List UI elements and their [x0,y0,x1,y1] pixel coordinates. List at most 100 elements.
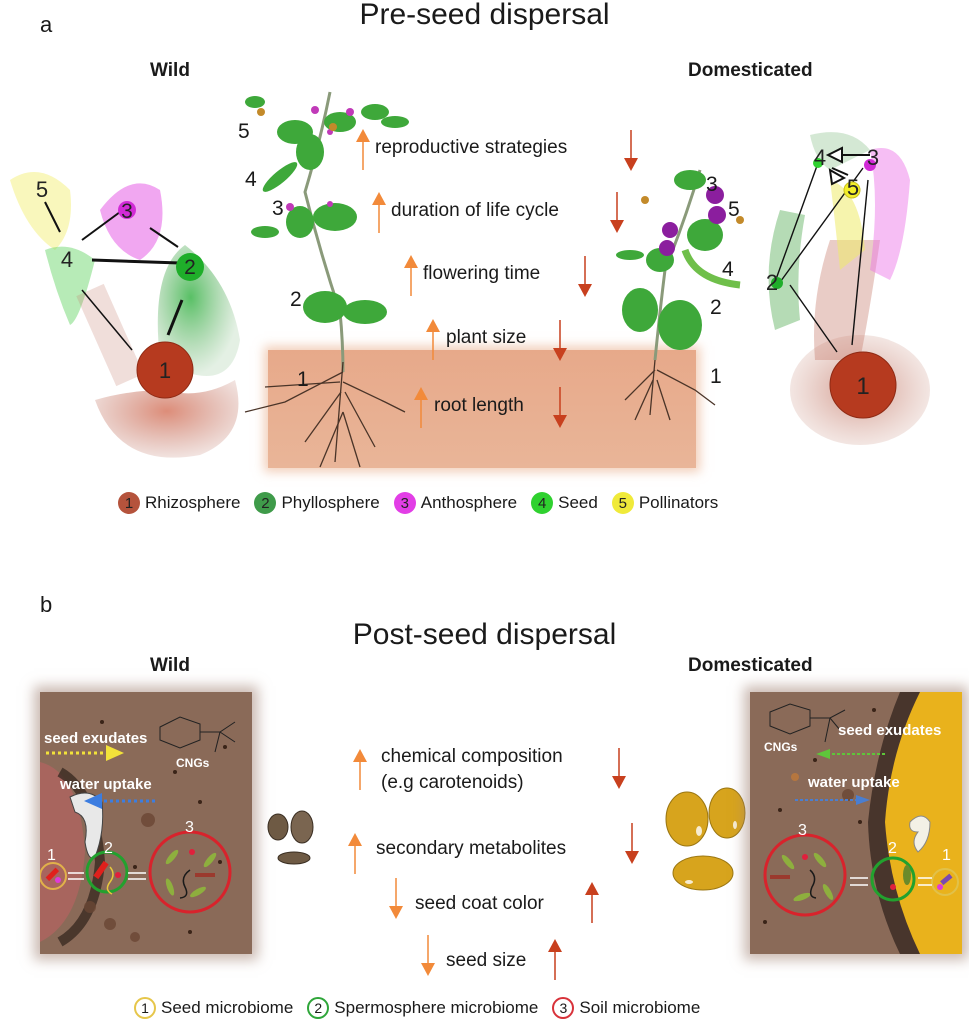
phyllosphere-marker: 2 [254,492,277,514]
edge-5-4 [44,201,61,233]
wild-circle-label-1: 1 [47,847,56,864]
legend-label: Spermosphere microbiome [334,998,539,1017]
bee-icon [641,196,649,204]
legend-item-soil-microbiome: 3 Soil microbiome [552,997,700,1019]
svg-text:5: 5 [847,175,859,200]
node-pollinators: 5 [36,177,48,202]
trait-label: seed coat color [415,893,544,914]
legend-label: Seed microbiome [161,998,294,1017]
wild-seeds-image [267,810,314,865]
svg-text:1: 1 [159,358,171,383]
panel-b-letter: b [40,592,53,617]
domesticated-trend-up-arrow-icon [548,939,562,980]
wild-network-graph: 1 2 3 4 5 [10,172,240,458]
legend-label: Phyllosphere [281,493,380,512]
node-anthosphere [864,159,876,171]
edge-2-4 [774,162,819,283]
bee-icon [257,108,265,116]
wild-plant-label-4: 4 [245,168,257,191]
seed-microbiome-marker: 1 [134,997,156,1019]
seed-microbiome-circle [931,868,959,896]
wild-trend-up-arrow-icon [348,833,362,874]
wild-trend-up-arrow-icon [356,129,370,170]
trait-label: chemical composition [381,746,563,767]
trait-label: reproductive strategies [375,137,568,158]
dom-circle-label-2: 2 [888,840,897,857]
dom-plant-label-2: 2 [710,296,722,319]
trait-label: seed size [446,950,527,971]
trait-label: secondary metabolites [376,838,567,859]
node-phyllosphere [771,277,783,289]
dom-circle-label-1: 1 [942,847,951,864]
seed-exudates-arrow [816,749,830,759]
domesticated-bean-plant [616,169,744,421]
node-rhizosphere [829,351,897,419]
wild-seed-soil-box: seed exudates water uptake CNGs 1 2 3 [40,692,252,954]
spermosphere-microbiome-circle [85,850,129,894]
dom-plant-label-3: 3 [706,173,718,196]
node-rhizosphere [136,341,194,399]
panel-a-legend: 1 Rhizosphere 2 Phyllosphere 3 Anthosphe… [118,492,726,514]
wild-plant-label-1: 1 [297,368,309,391]
bee-icon [329,123,337,131]
anthosphere-marker: 3 [393,492,416,514]
soil-microbiome-circle [763,833,847,917]
node-pollinators [843,181,861,199]
spermosphere-microbiome-circle [870,856,916,902]
panel-a-title: Pre-seed dispersal [359,0,610,31]
legend-label: Pollinators [638,493,719,512]
edge-2-3 [149,227,179,248]
domesticated-trend-down-arrow-icon [625,823,639,864]
spermosphere-microbiome-marker: 2 [307,997,330,1019]
legend-item-pollinators: 5 Pollinators [611,492,719,514]
dom-seed-exudates-label: seed exudates [838,722,942,739]
legend-item-anthosphere: 3 Anthosphere [393,492,517,514]
svg-text:3: 3 [867,145,879,170]
dom-plant-label-4: 4 [722,258,734,281]
edge-1-2 [166,299,184,336]
wild-trend-up-arrow-icon [414,387,428,428]
wild-plant-label-2: 2 [290,288,302,311]
legend-item-seed-microbiome: 1 Seed microbiome [134,997,293,1019]
panel-b-title: Post-seed dispersal [352,618,617,651]
phyllosphere-cloud [157,245,240,376]
domesticated-trend-down-arrow-icon [578,256,592,297]
domesticated-trend-down-arrow-icon [624,130,638,171]
edge-5-4 [831,167,849,176]
wild-circle-label-2: 2 [104,840,113,857]
svg-text:1: 1 [856,373,869,400]
legend-label: Rhizosphere [145,493,241,512]
panel-b-domesticated-label: Domesticated [688,655,813,676]
svg-text:2: 2 [766,270,778,295]
domesticated-seeds-image [665,787,746,891]
wild-plant-label-3: 3 [272,197,284,220]
seed-cloud [45,246,95,325]
water-uptake-arrow [84,793,102,809]
cng-molecule [769,703,846,743]
domesticated-trend-down-arrow-icon [610,192,624,233]
legend-item-seed: 4 Seed [531,492,598,514]
node-seed: 4 [61,247,73,272]
legend-label: Soil microbiome [579,998,701,1017]
dom-water-uptake-label: water uptake [808,774,900,791]
wild-water-uptake-label: water uptake [60,776,152,793]
domesticated-trend-up-arrow-icon [585,882,599,923]
radicle [909,815,931,853]
bee-icon [736,216,744,224]
seed-marker: 4 [531,492,554,514]
svg-text:3: 3 [121,200,133,223]
domesticated-trend-down-arrow-icon [612,748,626,789]
bean-pod [681,248,741,289]
dom-circle-label-3: 3 [798,822,807,839]
domesticated-seed-soil-box: seed exudates water uptake CNGs 3 2 1 [750,692,962,954]
edge-1-3 [851,179,869,346]
legend-label: Seed [558,493,598,512]
seed-exudates-arrow [106,745,124,761]
pollinator-cloud [10,172,71,250]
seed-microbiome-circle [40,862,67,890]
panel-a-letter: a [40,12,53,37]
soil-microbiome-marker: 3 [552,997,575,1019]
dom-plant-label-5: 5 [728,198,740,221]
wild-bean-plant [244,91,409,468]
rhizosphere-marker: 1 [118,492,140,514]
